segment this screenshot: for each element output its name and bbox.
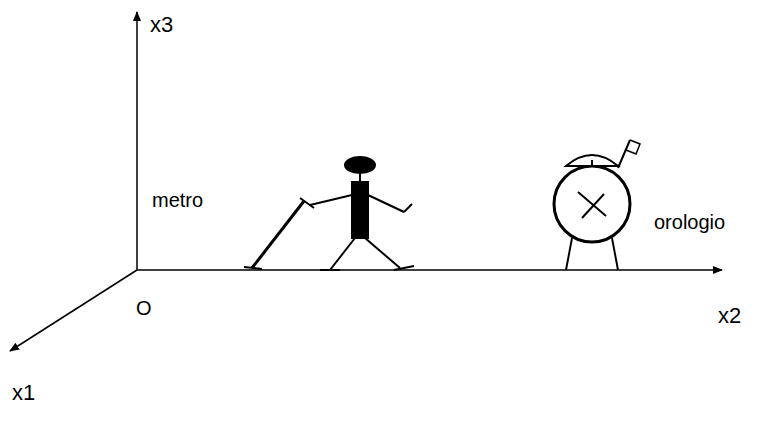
object-label: orologio — [654, 212, 725, 232]
x1-axis — [10, 270, 137, 351]
axis-label: x1 — [12, 382, 35, 404]
alarm-clock — [554, 140, 640, 270]
axis-label: x2 — [718, 305, 741, 327]
person-figure — [310, 157, 414, 270]
x2-axis — [137, 269, 722, 271]
object-label: metro — [152, 190, 203, 210]
axis-label: x3 — [150, 14, 173, 36]
origin-label: O — [136, 298, 152, 318]
meter-stick — [244, 198, 314, 269]
x3-axis — [136, 12, 138, 270]
